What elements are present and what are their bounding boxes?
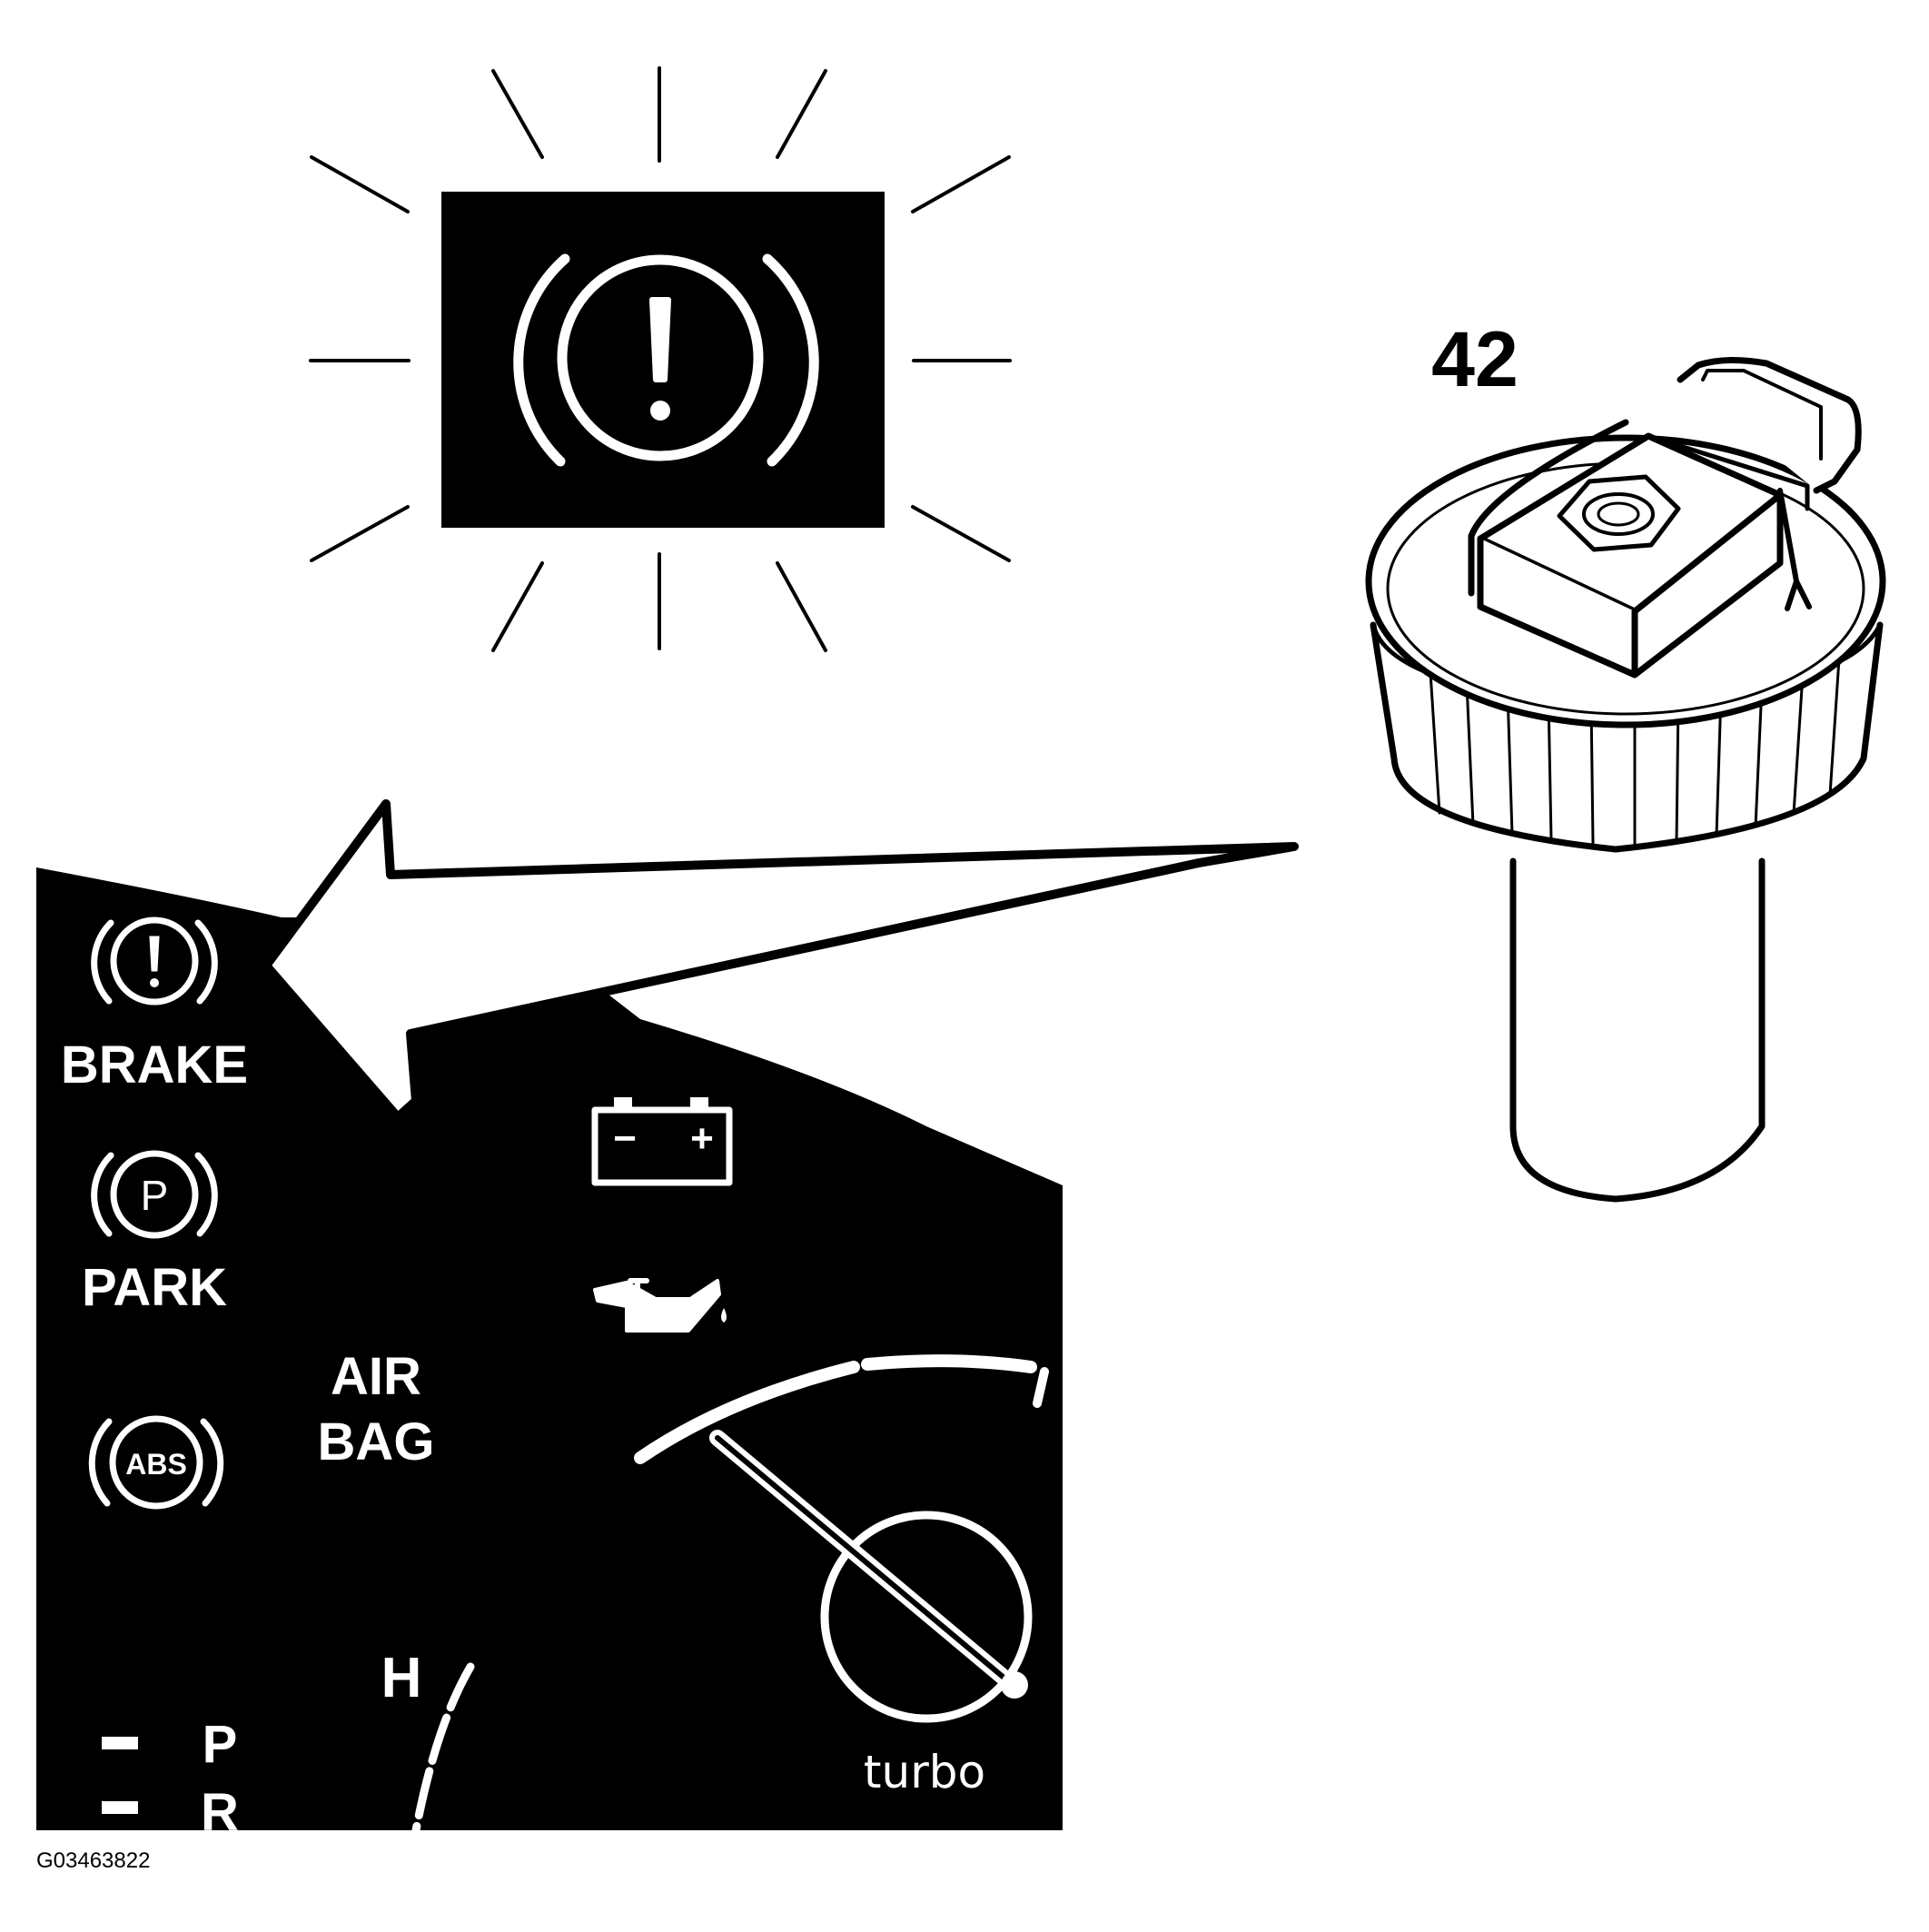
turbo-gauge-scale: [634, 1354, 1049, 1464]
battery-plus-label: +: [690, 1116, 714, 1161]
turbo-gauge-needle: [709, 1430, 1033, 1723]
abs-symbol-label: ABS: [125, 1448, 187, 1481]
air-label: AIR: [331, 1347, 421, 1406]
battery-icon: − +: [591, 1097, 733, 1186]
parking-brake-icon: P: [91, 1150, 218, 1239]
figure-code-label: G03463822: [36, 1848, 150, 1873]
temperature-gauge-arc: [411, 1662, 475, 1835]
brake-label: BRAKE: [61, 1035, 248, 1095]
gear-p-marker: [102, 1737, 138, 1749]
park-symbol-label: P: [141, 1172, 169, 1219]
gear-p-label: P: [203, 1715, 238, 1774]
bag-label: BAG: [318, 1412, 435, 1471]
turbo-label: turbo: [864, 1746, 985, 1798]
instrument-cluster: BRAKE P PARK ABS AIR BAG − +: [36, 867, 1063, 1842]
gear-r-marker: [102, 1801, 138, 1814]
part-number-label: 42: [1431, 316, 1518, 403]
brake-fluid-reservoir-cap-icon: [1365, 356, 1886, 1203]
gear-r-label: R: [201, 1783, 239, 1842]
callout-arrow: [262, 799, 1299, 1122]
brake-warning-lamp-icon: [309, 66, 1012, 652]
park-label: PARK: [82, 1258, 227, 1317]
oil-can-icon: [593, 1278, 727, 1333]
gauge-hot-label: H: [381, 1647, 422, 1709]
brake-warning-icon: [91, 916, 218, 1006]
battery-minus-label: −: [613, 1116, 637, 1161]
light-rays: [309, 66, 1012, 652]
abs-icon: ABS: [88, 1415, 224, 1510]
